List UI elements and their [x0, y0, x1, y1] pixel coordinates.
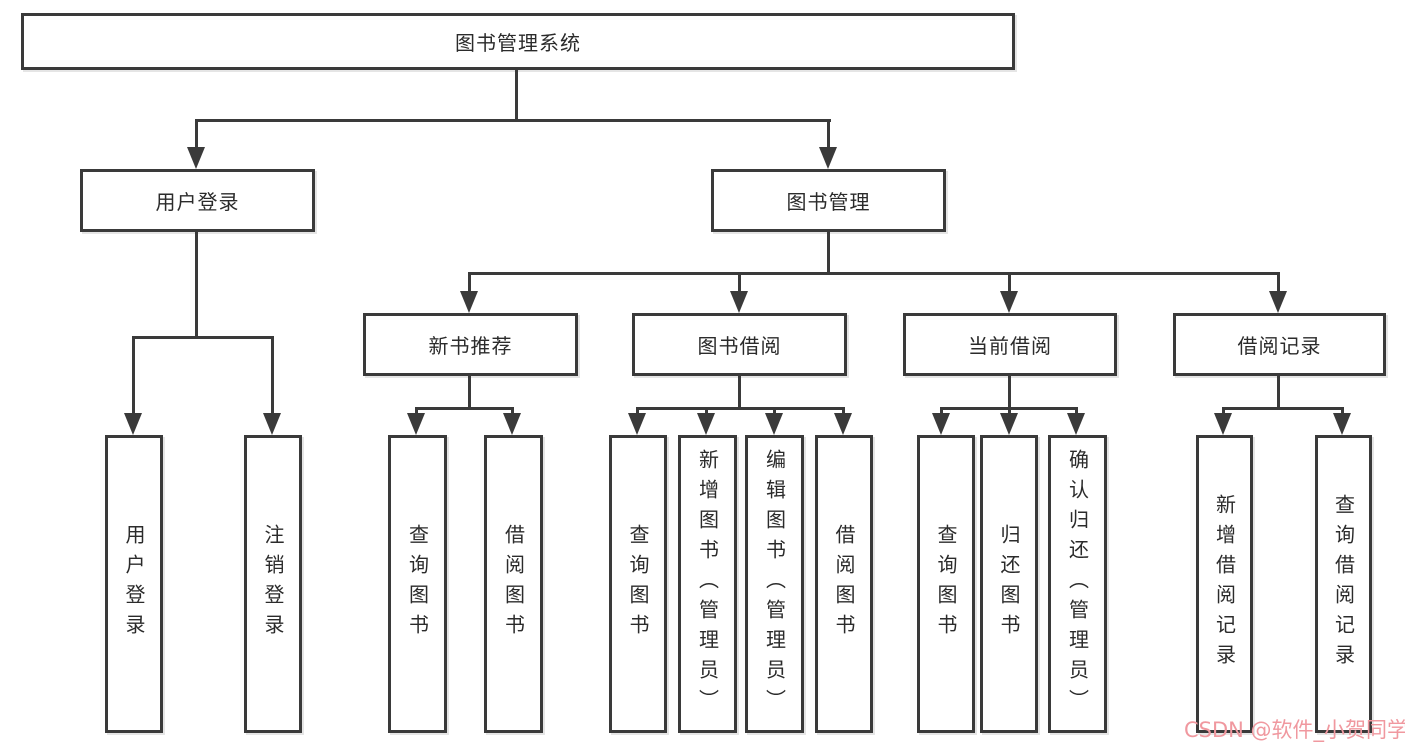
connector-book-borrowing-stem [738, 376, 741, 407]
node-current-borrowing-label: 当前借阅 [968, 334, 1052, 358]
connector-root-stem [515, 69, 518, 120]
node-library-system: 图书管理系统 [21, 13, 1015, 70]
leaf-query-books-recommend: 查询图书 [388, 435, 447, 733]
node-book-management: 图书管理 [711, 169, 946, 232]
leaf-add-books-admin-label: 新增图书（管理员） [695, 449, 720, 719]
node-borrowing-records: 借阅记录 [1173, 313, 1386, 376]
leaf-return-books: 归还图书 [980, 435, 1038, 733]
arrow-down-icon [932, 407, 950, 435]
leaf-confirm-return-admin: 确认归还（管理员） [1048, 435, 1107, 733]
leaf-query-books-current-label: 查询图书 [934, 524, 958, 644]
connector-book-management-split [468, 272, 1280, 275]
arrow-down-icon [730, 272, 748, 313]
leaf-query-borrow-record: 查询借阅记录 [1315, 435, 1372, 733]
leaf-query-borrow-record-label: 查询借阅记录 [1331, 494, 1356, 674]
node-user-login-label: 用户登录 [155, 190, 240, 214]
arrow-down-icon [1067, 407, 1085, 435]
node-book-management-label: 图书管理 [786, 190, 871, 214]
leaf-query-books-borrowing-label: 查询图书 [626, 524, 650, 644]
leaf-borrow-books: 借阅图书 [815, 435, 873, 733]
leaf-logout: 注销登录 [244, 435, 302, 733]
arrow-down-icon [263, 336, 281, 435]
leaf-query-books-current: 查询图书 [917, 435, 975, 733]
arrow-down-icon [503, 407, 521, 435]
leaf-user-login: 用户登录 [105, 435, 163, 733]
node-borrowing-records-label: 借阅记录 [1237, 334, 1322, 358]
arrow-down-icon [834, 407, 852, 435]
leaf-return-books-label: 归还图书 [997, 524, 1021, 644]
connector-borrowing-records-split [1222, 407, 1344, 410]
leaf-confirm-return-admin-label: 确认归还（管理员） [1065, 449, 1090, 719]
node-book-borrowing-label: 图书借阅 [697, 334, 782, 358]
connector-new-book-recommend-split [415, 407, 514, 410]
arrow-down-icon [1214, 407, 1232, 435]
leaf-query-books-borrowing: 查询图书 [609, 435, 667, 733]
arrow-down-icon [697, 407, 715, 435]
leaf-edit-books-admin: 编辑图书（管理员） [745, 435, 804, 733]
connector-current-borrowing-stem [1008, 376, 1011, 407]
arrow-down-icon [628, 407, 646, 435]
leaf-add-books-admin: 新增图书（管理员） [678, 435, 737, 733]
leaf-logout-label: 注销登录 [261, 524, 285, 644]
leaf-user-login-label: 用户登录 [122, 524, 146, 644]
leaf-borrow-books-recommend-label: 借阅图书 [501, 524, 526, 644]
node-new-book-recommend: 新书推荐 [363, 313, 578, 376]
leaf-add-borrow-record-label: 新增借阅记录 [1212, 494, 1237, 674]
arrow-down-icon [819, 119, 837, 169]
connector-root-split [195, 119, 831, 122]
node-user-login: 用户登录 [80, 169, 315, 232]
connector-new-book-recommend-stem [468, 376, 471, 407]
arrow-down-icon [1269, 272, 1287, 313]
leaf-edit-books-admin-label: 编辑图书（管理员） [762, 449, 787, 719]
node-book-borrowing: 图书借阅 [632, 313, 847, 376]
csdn-watermark: CSDN @软件_小贺同学 [1184, 718, 1405, 742]
arrow-down-icon [460, 272, 478, 313]
connector-user-login-stem [195, 232, 198, 336]
node-library-system-label: 图书管理系统 [455, 31, 581, 55]
arrow-down-icon [1000, 272, 1018, 313]
leaf-query-books-recommend-label: 查询图书 [405, 524, 430, 644]
connector-book-management-stem [827, 232, 830, 272]
node-current-borrowing: 当前借阅 [903, 313, 1117, 376]
arrow-down-icon [1333, 407, 1351, 435]
connector-borrowing-records-stem [1277, 376, 1280, 407]
leaf-borrow-books-recommend: 借阅图书 [484, 435, 543, 733]
arrow-down-icon [124, 336, 142, 435]
connector-book-borrowing-split [636, 407, 845, 410]
leaf-borrow-books-label: 借阅图书 [832, 524, 856, 644]
arrow-down-icon [407, 407, 425, 435]
arrow-down-icon [765, 407, 783, 435]
arrow-down-icon [187, 119, 205, 169]
arrow-down-icon [1000, 407, 1018, 435]
leaf-add-borrow-record: 新增借阅记录 [1196, 435, 1253, 733]
connector-user-login-split [133, 336, 274, 339]
node-new-book-recommend-label: 新书推荐 [428, 334, 513, 358]
